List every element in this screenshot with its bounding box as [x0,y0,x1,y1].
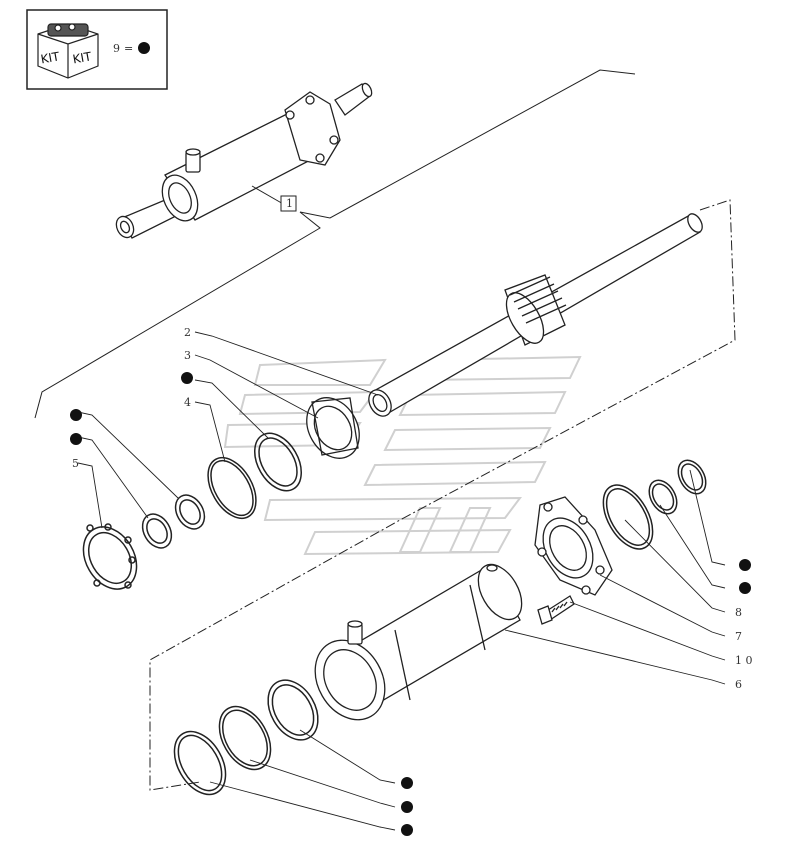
kit-bullet [70,433,82,445]
kit-ref-number: 9 [113,42,120,55]
kit-bullet [739,582,751,594]
leader-lines [77,331,726,831]
bolt [537,595,575,625]
assembled-cylinder [115,82,373,239]
seal-rings-left [141,432,302,549]
flange [534,496,613,596]
kit-bullets [70,372,751,836]
kit-left-label: KIT [40,49,62,66]
kit-bullet [181,372,193,384]
callout-4: 4 [184,396,191,409]
reference-box [280,195,297,212]
seal-rings-right [602,459,707,550]
callout-6: 6 [735,678,742,691]
callout-3: 3 [184,349,191,362]
callout-7: 7 [735,630,742,643]
callout-8: 8 [735,606,742,619]
callout-5: 5 [72,457,79,470]
seal-rings-bottom [173,679,319,796]
kit-bullet [401,824,413,836]
reference-box-label: 1 [286,197,293,210]
kit-equals: = [124,42,133,55]
kit-right-label: KIT [72,49,94,66]
retaining-ring [82,523,138,590]
assembly-centerlines [149,199,736,791]
reference-leader [34,69,636,419]
rod-head [306,397,360,459]
callout-10: 1 0 [735,654,753,667]
kit-icon [37,23,99,79]
callout-2: 2 [184,326,191,339]
callout-labels: 2 3 4 5 6 7 8 1 0 [72,326,753,691]
kit-legend-box: KIT KIT 9 = [26,9,168,90]
cylinder-barrel [314,563,523,721]
kit-bullet [138,42,150,54]
kit-bullet [70,409,82,421]
kit-bullet [739,559,751,571]
kit-bullet [401,801,413,813]
piston-rod [368,213,703,417]
kit-bullet [401,777,413,789]
